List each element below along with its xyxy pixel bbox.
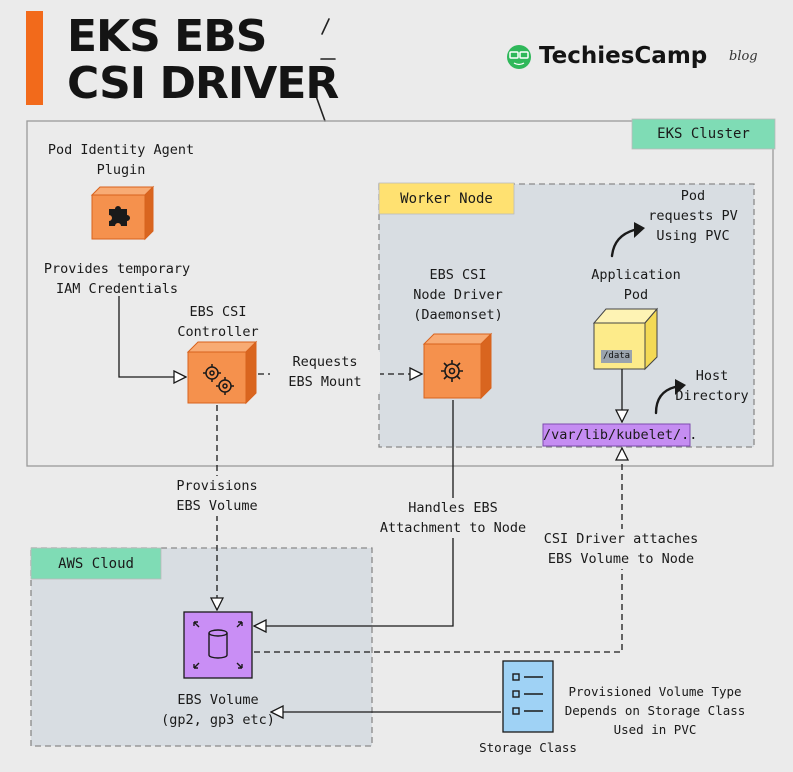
ebs-csi-node-driver-label: EBS CSI Node Driver (Daemonset)	[413, 267, 503, 323]
curved-arrows	[610, 222, 686, 415]
gears-icon	[203, 364, 234, 395]
eks-cluster-tag-box	[631, 118, 776, 150]
storage-cylinder-icon	[193, 621, 243, 669]
handles-attachment-label: Handles EBS Attachment to Node	[368, 498, 538, 538]
application-pod-label: Application Pod	[591, 267, 681, 303]
pod-requests-pv-label: Pod requests PV Using PVC	[648, 188, 738, 244]
ebs-csi-controller-cube	[186, 340, 258, 405]
attach-to-node-arrow	[254, 448, 622, 653]
worker-node-tag-box	[378, 182, 515, 215]
aws-cloud-tag: AWS Cloud	[58, 556, 134, 572]
glasses-logo-icon	[507, 45, 531, 69]
title-sketch-strokes	[315, 18, 336, 122]
title-line-1: EKS EBS	[67, 11, 267, 62]
pod-identity-agent-cube	[90, 185, 155, 241]
credentials-to-controller-arrow	[118, 296, 186, 377]
puzzle-icon	[109, 206, 130, 226]
eks-cluster-region	[26, 120, 774, 467]
attachment-arrow	[254, 400, 454, 626]
storage-class-label: Storage Class	[479, 740, 577, 755]
host-path-label: /var/lib/kubelet/..	[543, 427, 698, 443]
pod-identity-agent-label: Pod Identity Agent Plugin	[47, 142, 195, 178]
application-pod-box	[592, 307, 659, 371]
title-line-2: CSI DRIVER	[67, 58, 339, 109]
provides-credentials-label: Provides temporary IAM Credentials	[43, 261, 191, 297]
eks-cluster-tag: EKS Cluster	[657, 126, 750, 142]
provisions-volume-label: Provisions EBS Volume	[152, 476, 282, 516]
volume-type-label: Provisioned Volume Type Depends on Stora…	[564, 684, 746, 737]
brand-suffix: blog	[729, 49, 758, 64]
connectors	[118, 296, 622, 712]
pod-mount-label: /data	[601, 350, 633, 363]
brand-name: TechiesCamp	[539, 43, 708, 69]
gear-icon	[441, 360, 463, 382]
requests-mount-label: Requests EBS Mount	[270, 352, 380, 392]
list-icon	[512, 673, 543, 715]
storage-class-box	[502, 660, 554, 733]
aws-cloud-tag-box	[30, 547, 162, 580]
accent-bar	[26, 11, 43, 105]
worker-node-region	[378, 183, 755, 448]
ebs-volume-label: EBS Volume (gp2, gp3 etc)	[161, 692, 275, 728]
host-path-box	[542, 423, 691, 447]
driver-attaches-label: CSI Driver attaches EBS Volume to Node	[536, 529, 706, 569]
worker-node-tag: Worker Node	[400, 191, 493, 207]
ebs-csi-controller-label: EBS CSI Controller	[177, 304, 259, 340]
ebs-csi-node-driver-cube	[422, 332, 493, 400]
ebs-volume-box	[183, 611, 253, 679]
host-directory-label: Host Directory	[675, 368, 749, 404]
